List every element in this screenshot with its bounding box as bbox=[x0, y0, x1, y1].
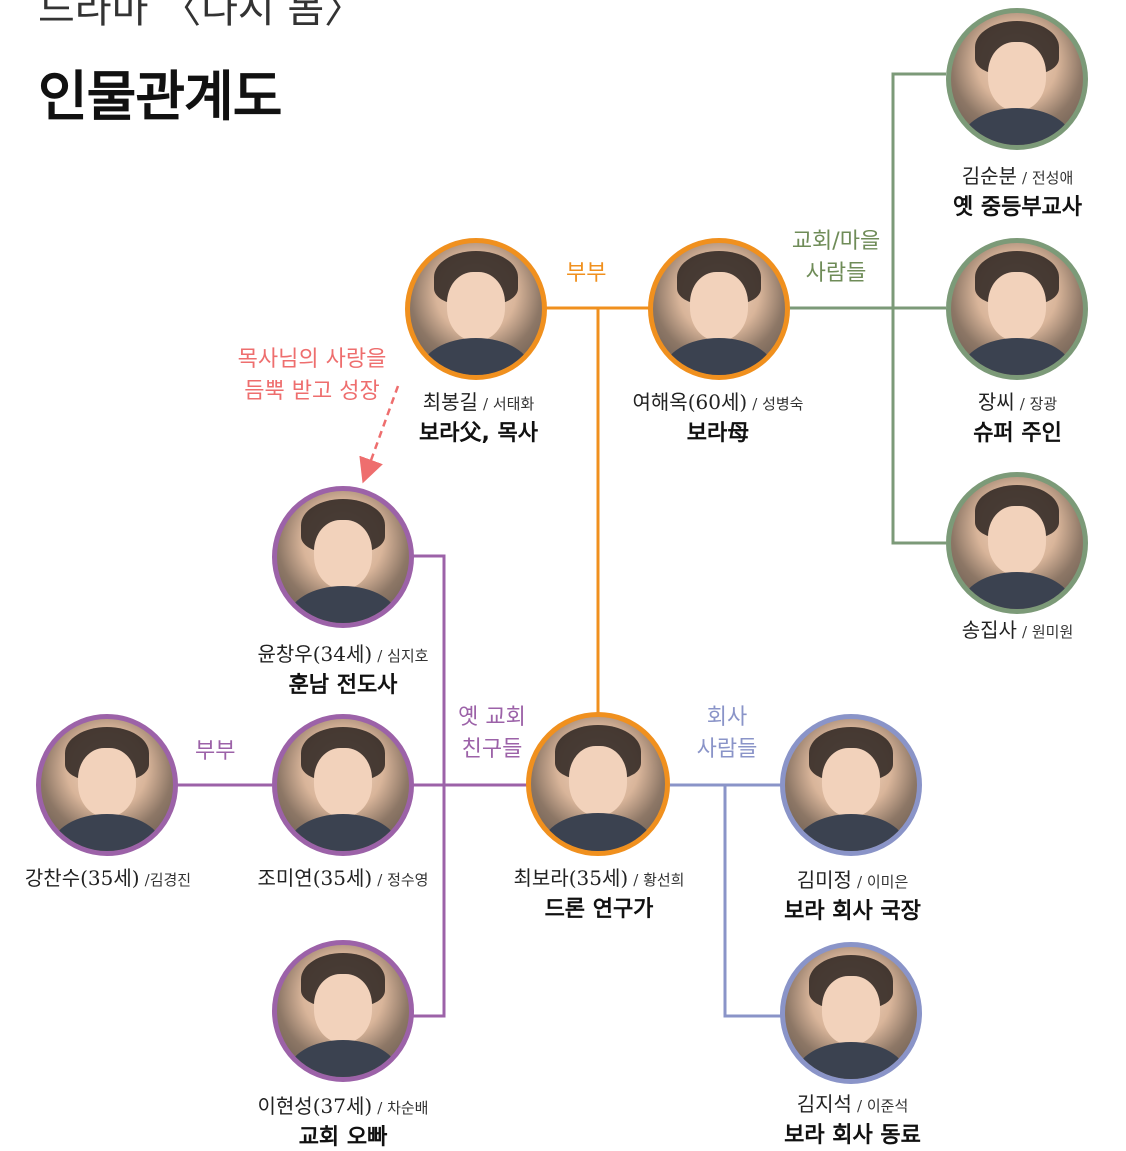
jang-photo bbox=[946, 238, 1088, 380]
company-bracket bbox=[723, 785, 782, 1018]
village-people-label: 교회/마을 사람들 bbox=[791, 229, 881, 286]
parents-couple-label: 부부 bbox=[566, 261, 607, 286]
kim-soonbun-photo bbox=[946, 8, 1088, 150]
yoon-photo bbox=[272, 486, 414, 628]
church-friends-label: 옛 교회 친구들 bbox=[458, 705, 526, 762]
kim-jiseok-caption: 김지석 / 이준석 보라 회사 동료 bbox=[784, 1092, 921, 1148]
mother-caption: 여해옥(60세) / 성병숙 보라母 bbox=[632, 390, 804, 446]
father-photo bbox=[405, 238, 547, 380]
song-photo bbox=[946, 472, 1088, 614]
kang-photo bbox=[36, 714, 178, 856]
bora-photo bbox=[526, 712, 670, 856]
page-title: 인물관계도 bbox=[38, 65, 282, 128]
lee-photo bbox=[272, 940, 414, 1082]
kim-soonbun-caption: 김순분 / 전성애 옛 중등부교사 bbox=[952, 164, 1083, 220]
yoon-caption: 윤창우(34세) / 심지호 훈남 전도사 bbox=[257, 642, 429, 698]
friends-couple-label: 부부 bbox=[195, 739, 236, 764]
jo-photo bbox=[272, 714, 414, 856]
mentor-arrow bbox=[359, 385, 400, 484]
bora-caption: 최보라(35세) / 황선희 드론 연구가 bbox=[513, 866, 685, 922]
mother-photo bbox=[648, 238, 790, 380]
mentor-label: 목사님의 사랑을 듬뿍 받고 성장 bbox=[237, 347, 387, 404]
kim-jiseok-photo bbox=[780, 942, 922, 1084]
father-caption: 최봉길 / 서태화 보라父, 목사 bbox=[419, 390, 538, 446]
jang-caption: 장씨 / 장광 슈퍼 주인 bbox=[973, 390, 1062, 446]
lee-caption: 이현성(37세) / 차순배 교회 오빠 bbox=[257, 1094, 429, 1150]
kim-mijung-caption: 김미정 / 이미은 보라 회사 국장 bbox=[784, 868, 921, 924]
kang-caption: 강찬수(35세) /김경진 bbox=[24, 866, 192, 890]
jo-caption: 조미연(35세) / 정수영 bbox=[257, 866, 429, 890]
kim-mijung-photo bbox=[780, 714, 922, 856]
song-caption: 송집사 / 원미원 bbox=[961, 618, 1074, 642]
company-people-label: 회사 사람들 bbox=[696, 705, 758, 762]
drama-subtitle: 드라마 〈다시 봄〉 bbox=[38, 0, 365, 32]
